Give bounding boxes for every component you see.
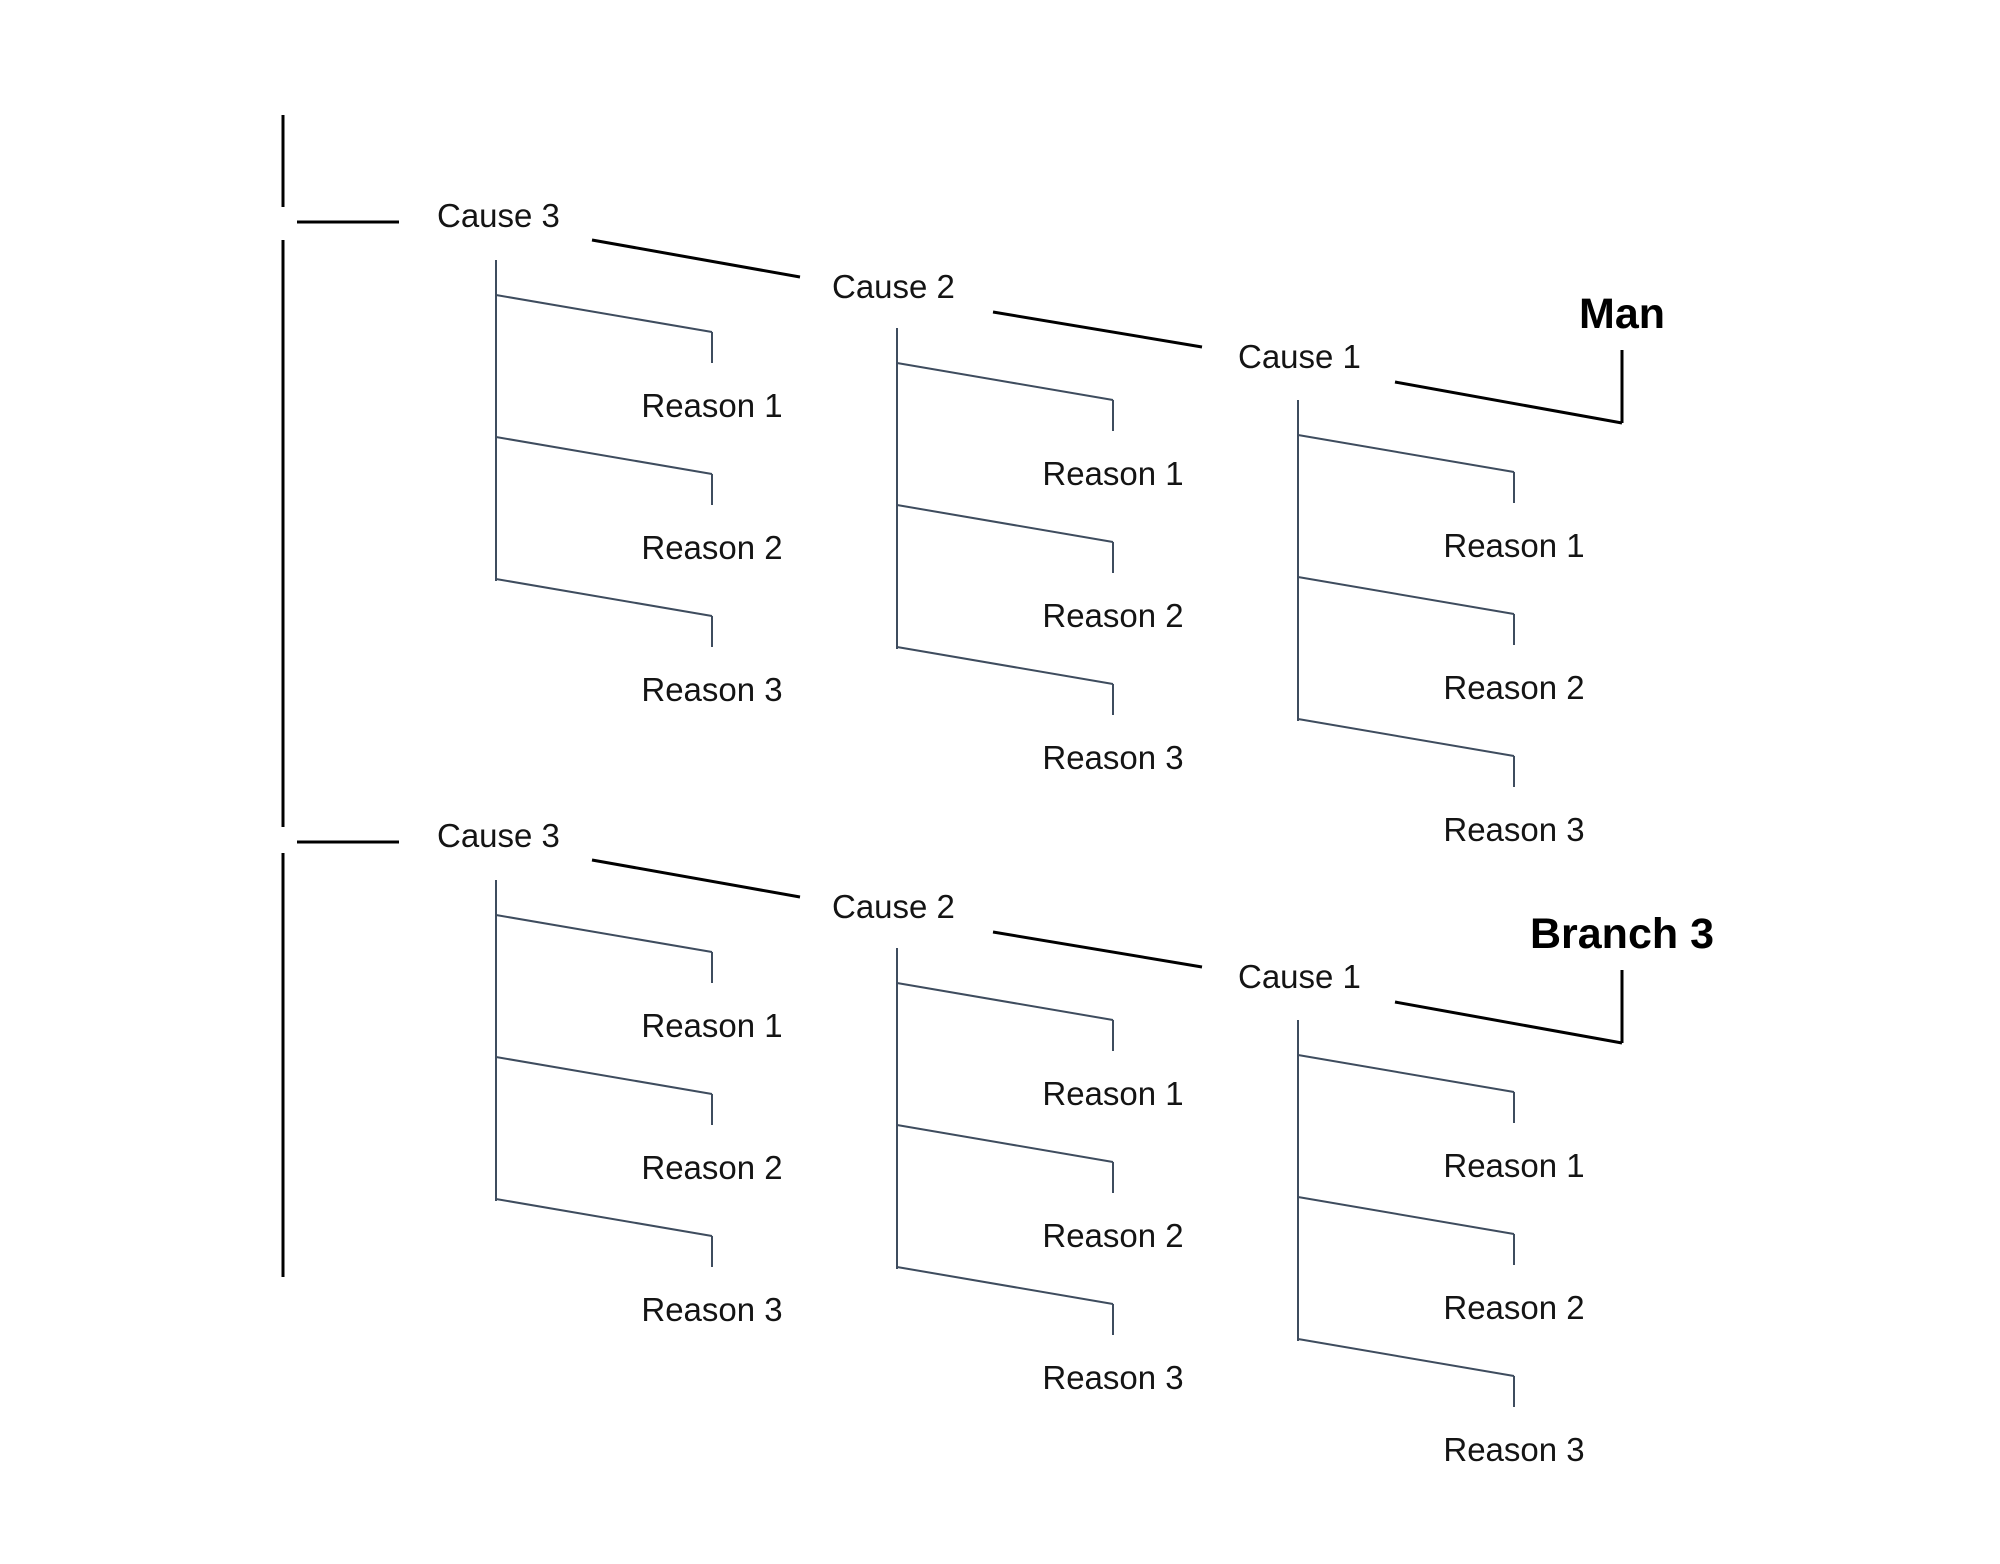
reason-bone (1297, 1196, 1515, 1235)
reason-label: Reason 2 (1042, 1217, 1183, 1254)
reason-label: Reason 1 (1443, 1147, 1584, 1184)
reason-bone (896, 982, 1114, 1021)
branch-bone-segment (591, 858, 801, 899)
branch-bone-segment (992, 310, 1203, 349)
reason-bone (495, 294, 713, 333)
reason-bone (1297, 1054, 1515, 1093)
reason-bone (1297, 576, 1515, 615)
reason-bone (896, 646, 1114, 685)
reason-label: Reason 1 (1443, 527, 1584, 564)
reason-bone (1297, 1338, 1515, 1377)
reason-bone (896, 362, 1114, 401)
cause-label: Cause 3 (437, 817, 560, 854)
reason-label: Reason 2 (1443, 669, 1584, 706)
reason-label: Reason 2 (641, 529, 782, 566)
reason-label: Reason 1 (641, 1007, 782, 1044)
reason-label: Reason 2 (641, 1149, 782, 1186)
reason-label: Reason 1 (1042, 1075, 1183, 1112)
cause-label: Cause 2 (832, 888, 955, 925)
branch-bone-segment (591, 238, 801, 279)
reason-bone (495, 1198, 713, 1237)
cause-label: Cause 2 (832, 268, 955, 305)
branch-bone-segment (1394, 1000, 1623, 1045)
reason-bone (495, 1056, 713, 1095)
reason-label: Reason 2 (1042, 597, 1183, 634)
branch-bone-segment (1394, 380, 1623, 425)
reason-bone (896, 1124, 1114, 1163)
reason-label: Reason 3 (1443, 811, 1584, 848)
cause-label: Cause 3 (437, 197, 560, 234)
reason-label: Reason 2 (1443, 1289, 1584, 1326)
reason-bone (1297, 718, 1515, 757)
reason-bone (495, 914, 713, 953)
reason-label: Reason 1 (641, 387, 782, 424)
cause-label: Cause 1 (1238, 958, 1361, 995)
reason-bone (896, 1266, 1114, 1305)
branch-bone-segment (992, 930, 1203, 969)
reason-bone (1297, 434, 1515, 473)
reason-label: Reason 3 (641, 671, 782, 708)
reason-bone (495, 436, 713, 475)
reason-label: Reason 3 (1443, 1431, 1584, 1468)
branch-label: Branch 3 (1530, 910, 1714, 958)
reason-label: Reason 3 (641, 1291, 782, 1328)
reason-label: Reason 3 (1042, 1359, 1183, 1396)
reason-bone (896, 504, 1114, 543)
reason-label: Reason 3 (1042, 739, 1183, 776)
reason-bone (495, 578, 713, 617)
reason-label: Reason 1 (1042, 455, 1183, 492)
branch-label: Man (1579, 290, 1665, 338)
cause-label: Cause 1 (1238, 338, 1361, 375)
